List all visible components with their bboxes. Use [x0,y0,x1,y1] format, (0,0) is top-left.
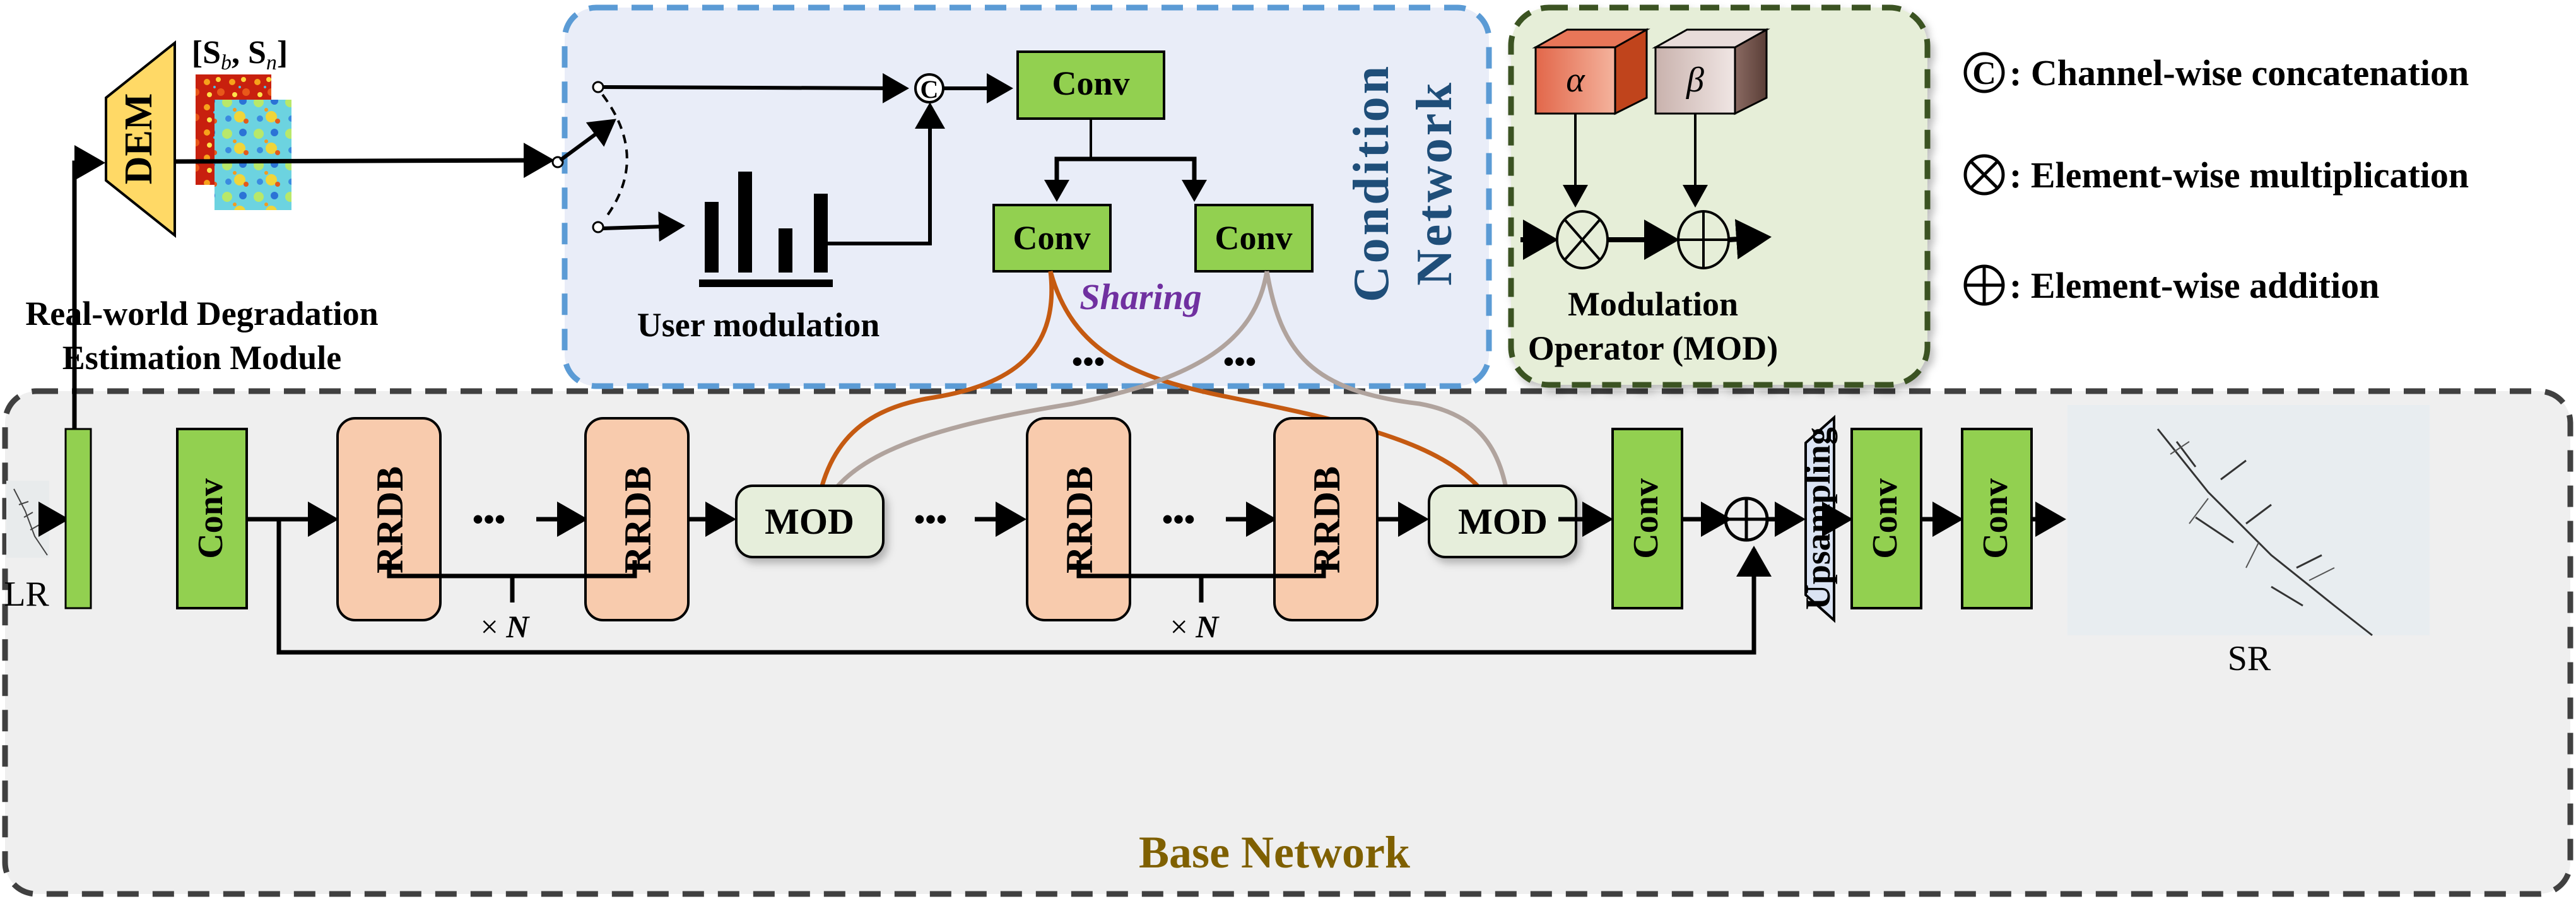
mod-operator-panel: α β Modulation Op [1508,4,1931,388]
residual-add-node [1724,497,1769,542]
conv-label: Conv [1976,478,2015,559]
alpha-cube: α [1532,28,1650,115]
maps-label: [Sb, Sn] [192,35,288,74]
cond-conv-left: Conv [992,204,1112,273]
concat-icon [1963,52,2005,93]
upsampling-block: Upsampling [1799,414,1838,623]
mod-block-2: MOD [1428,485,1577,558]
repeat-var: N [505,609,530,644]
legend-text-add: : Element-wise addition [2009,265,2379,306]
gray-curve-to-mod2 [1264,271,1528,538]
rrdb-block-1a: RRDB [336,417,442,621]
legend-text-concat: : Channel-wise concatenation [2009,52,2469,93]
mod-caption-line1: Modulation [1568,285,1738,323]
condition-network-title-line2: Network [1407,80,1462,286]
cond-conv-right: Conv [1194,204,1314,273]
ellipsis-2: ••• [914,502,948,537]
rrdb-label: RRDB [1306,466,1348,573]
repeat-label-2: × N [1170,609,1220,644]
legend-text-multiply: : Element-wise multiplication [2009,155,2469,196]
rrdb-label: RRDB [617,466,659,573]
mod-label: MOD [765,501,854,542]
condition-network-contents: C User modulation Conv Conv [551,50,1314,379]
rrdb-label: RRDB [369,466,411,573]
base-conv-first [64,428,92,609]
orange-curve-to-mod1 [798,271,1054,538]
dem-caption-line1: Real-world Degradation [25,295,378,332]
lr-label: LR [4,575,49,614]
repeat-times: × [481,609,498,644]
base-conv-after: Conv [1611,428,1683,609]
dem-label: DEM [117,93,160,185]
base-conv-final-2: Conv [1961,428,2033,609]
orange-curve-to-mod2 [1048,271,1515,538]
dem-caption-line2: Estimation Module [62,339,342,377]
lr-image [6,481,49,558]
legend-item-multiply: : Element-wise multiplication [1963,154,2469,196]
maps-label-s1: S [203,35,221,71]
beta-symbol: β [1686,61,1704,100]
repeat-times: × [1170,609,1188,644]
repeat-brace-2: × N [1076,560,1326,644]
cond-conv-top-label: Conv [1052,64,1129,102]
repeat-brace-1: × N [387,560,637,644]
legend-item-concat: C : Channel-wise concatenation [1963,52,2469,93]
concat-node: C [914,73,944,103]
cond-conv-right-label: Conv [1214,219,1292,257]
mod-add-node [1677,210,1730,269]
input-switch[interactable] [551,81,628,233]
rrdb-block-2a: RRDB [1026,417,1131,621]
user-modulation-label: User modulation [637,306,880,344]
condition-network-title-line1: Condition [1344,64,1399,302]
repeat-var: N [1195,609,1220,644]
cond-conv-top: Conv [1016,50,1165,120]
mod-caption-line2: Operator (MOD) [1528,329,1778,367]
rrdb-block-2b: RRDB [1273,417,1379,621]
ellipsis-1: ••• [473,502,506,537]
mod-label: MOD [1458,501,1548,542]
maps-label-sub1: b [221,51,232,74]
add-icon [1963,264,2005,306]
noise-map [215,100,291,210]
base-network-contents: LR Conv RRDB ••• RRDB × N [4,405,2430,678]
maps-label-sep: , [232,35,248,71]
base-network-title: Base Network [1139,827,1410,878]
maps-label-s2: S [248,35,266,71]
maps-label-sub2: n [266,51,277,74]
base-conv-first-label: Conv [191,478,230,559]
condition-network-panel: Condition Network [562,4,1492,389]
dem-block [105,40,176,238]
concat-node-glyph: C [920,75,939,103]
conv-label: Conv [1866,478,1905,559]
sr-image [2067,405,2430,637]
cond-ellipsis-right: ••• [1223,344,1257,379]
sharing-label: Sharing [1079,276,1201,317]
mod-block-1: MOD [735,485,885,558]
ellipsis-3: ••• [1162,502,1196,537]
sharing-curves [798,271,1528,538]
sr-label: SR [2228,639,2271,678]
legend: C : Channel-wise concatenation : Element… [1963,52,2469,306]
concat-glyph: C [1972,56,1996,91]
beta-cube: β [1652,28,1770,115]
multiply-icon [1963,154,2005,196]
alpha-symbol: α [1566,61,1585,100]
conv-label: Conv [1626,478,1666,559]
cond-conv-left-label: Conv [1013,219,1090,257]
rrdb-label: RRDB [1059,466,1100,573]
maps-label-close: ] [277,35,288,71]
maps-label-open: [ [192,35,203,71]
dem-module: DEM [Sb, Sn] Real-world Degradation Esti… [25,35,555,543]
rrdb-block-1b: RRDB [584,417,690,621]
gray-curve-to-mod1 [801,271,1269,538]
user-modulation-icon[interactable] [699,172,833,287]
legend-item-add: : Element-wise addition [1963,264,2379,306]
repeat-label-1: × N [481,609,531,644]
upsampling-label: Upsampling [1799,427,1838,609]
